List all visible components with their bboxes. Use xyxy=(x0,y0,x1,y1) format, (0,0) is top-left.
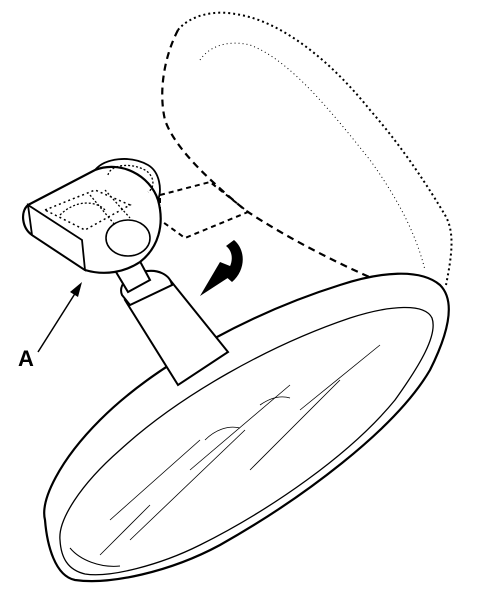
curved-arrow-head xyxy=(200,262,240,296)
bracket-spring-dotted xyxy=(59,189,131,226)
windshield-dashed-edge xyxy=(161,29,447,304)
glass-reflection-lines xyxy=(99,344,381,556)
leader-arrow-icon xyxy=(37,291,77,353)
mount-base-dashed xyxy=(159,180,250,240)
windshield-inner-dotted xyxy=(199,42,426,271)
bracket-clip-window xyxy=(105,219,151,257)
bracket-dome xyxy=(107,164,154,193)
leader-arrow-head xyxy=(70,282,82,297)
mirror-glass xyxy=(59,306,434,576)
curved-arrow-icon xyxy=(200,240,243,296)
mirror-rim xyxy=(69,547,121,567)
callout-label-a: A xyxy=(18,346,34,371)
bracket-slot-dotted xyxy=(43,189,132,231)
callout-a: A xyxy=(18,282,82,371)
mirror-mount-bracket xyxy=(22,158,162,274)
mirror-head xyxy=(43,272,450,583)
bracket-top xyxy=(94,158,161,201)
windshield-outer-dotted xyxy=(177,11,453,286)
bracket-front-face xyxy=(26,203,87,272)
windshield-outline xyxy=(159,11,453,304)
